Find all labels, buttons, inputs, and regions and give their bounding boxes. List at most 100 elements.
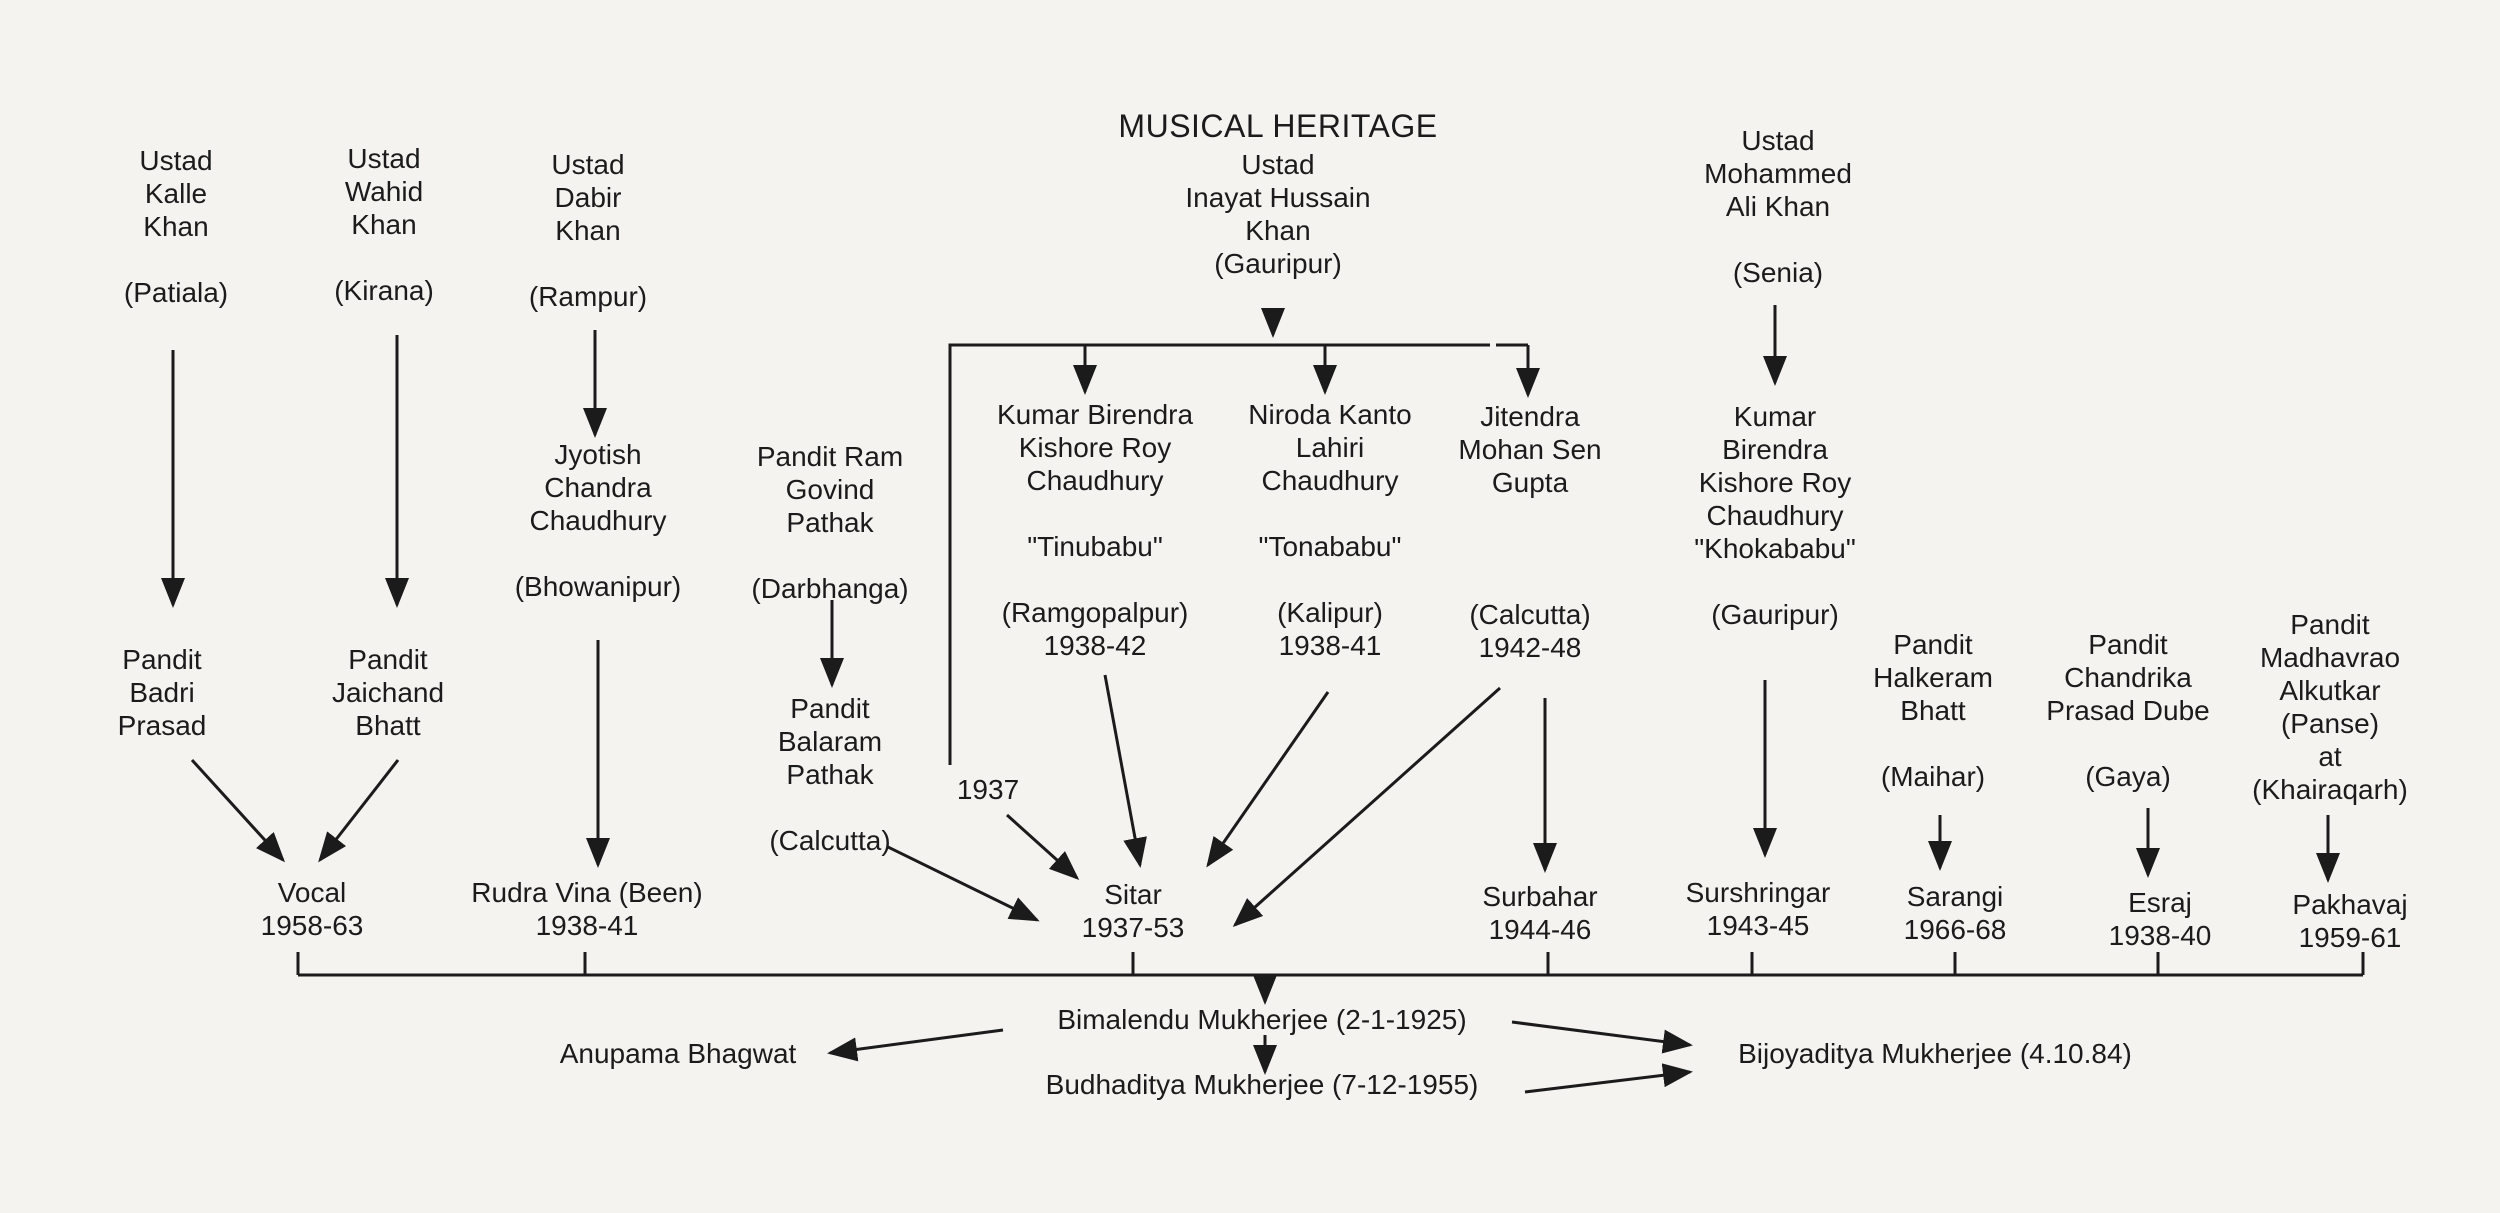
text-line: Mohammed (1704, 158, 1852, 189)
text-line: Kumar Birendra (996, 399, 1194, 430)
text-line: Pandit (2088, 629, 2168, 660)
text-line: Prasad Dube (2046, 695, 2210, 726)
text-line (124, 243, 228, 276)
node-bimalendu-mukherjee: Bimalendu Mukherjee (2-1-1925) (1057, 1004, 1467, 1035)
text-line: Chaudhury (1706, 500, 1844, 531)
year-label-1937: 1937 (956, 774, 1020, 805)
text-line: Halkeram (1873, 662, 1993, 693)
text-line (1458, 532, 1601, 565)
text-line: Pandit (790, 693, 870, 724)
text-line: Pandit (348, 644, 428, 675)
text-line: "Khokababu" (1694, 533, 1856, 564)
text-line: Lahiri (1295, 432, 1365, 463)
edge-niroda-sitar (1206, 691, 1330, 868)
text-line: 1938-41 (535, 910, 639, 941)
text-line: Niroda Kanto (1248, 399, 1412, 430)
text-line: Surbahar (1482, 881, 1598, 912)
text-line: Pandit Ram (756, 441, 904, 472)
text-line: (Kalipur) (1277, 597, 1383, 628)
text-line: (Gauripur) (1711, 599, 1839, 630)
text-line: 1942-48 (1478, 632, 1582, 663)
text-line: Govind (785, 474, 875, 505)
text-line: Chaudhury (1026, 465, 1164, 496)
text-line: 1958-63 (260, 910, 364, 941)
text-line: (Patiala) (123, 277, 229, 308)
edge-bimalendu-bijoyaditya (1511, 1020, 1693, 1054)
text-line: Kumar (1733, 401, 1817, 432)
text-line: Khan (555, 215, 621, 246)
text-line: "Tinubabu" (1027, 531, 1163, 562)
node-budhaditya-mukherjee: Budhaditya Mukherjee (7-12-1955) (1045, 1069, 1479, 1100)
node-bijoyaditya-mukherjee: Bijoyaditya Mukherjee (4.10.84) (1738, 1038, 2132, 1069)
edge-badri-vocal (190, 758, 286, 863)
text-line: at (2318, 741, 2342, 772)
text-line: Chaudhury (1261, 465, 1399, 496)
edge-jitendra-sitar (1232, 686, 1501, 927)
text-line: Gupta (1491, 467, 1569, 498)
text-line: Jyotish (554, 439, 642, 470)
text-line: 1943-45 (1706, 910, 1810, 941)
node-anupama-bhagwat: Anupama Bhagwat (559, 1038, 797, 1069)
text-line: Ustad (139, 145, 213, 176)
text-line: (Calcutta) (769, 825, 891, 856)
text-line: "Tonababu" (1258, 531, 1402, 562)
edge-jaichand-vocal (318, 759, 400, 863)
text-line: Rudra Vina (Been) (471, 877, 703, 908)
text-line (1248, 497, 1411, 530)
text-line: Chaudhury (529, 505, 667, 536)
text-line: (Calcutta) (1469, 599, 1591, 630)
text-line: 1937-53 (1081, 912, 1185, 943)
text-line (529, 247, 647, 280)
text-line: Madhavrao (2259, 642, 2401, 673)
text-line (2046, 727, 2209, 760)
text-line (1873, 727, 1993, 760)
text-line: Ustad (347, 143, 421, 174)
text-line: Chandrika (2064, 662, 2192, 693)
text-line: Pandit (1893, 629, 1973, 660)
instrument-rudra-vina: Rudra Vina (Been)1938-41 (471, 876, 702, 942)
edge-bimalendu-anupama (827, 1028, 1004, 1062)
text-line: Bhatt (1900, 695, 1966, 726)
text-line (515, 537, 682, 570)
text-line: (Darbhanga) (751, 573, 909, 604)
text-line: Ustad (1241, 149, 1315, 180)
text-line: Sarangi (1906, 881, 2004, 912)
text-line: (Gaya) (2085, 761, 2171, 792)
text-line: Ustad (1741, 125, 1815, 156)
edge-budhaditya-bijoyaditya (1524, 1063, 1693, 1094)
text-line: 1944-46 (1488, 914, 1592, 945)
text-line (997, 497, 1193, 530)
text-line: Surshringar (1685, 877, 1831, 908)
text-line (751, 539, 908, 572)
text-line: (Ramgopalpur) (1001, 597, 1189, 628)
text-line: (Khairaqarh) (2252, 774, 2408, 805)
text-line: Ali Khan (1725, 191, 1831, 222)
text-line (1694, 565, 1856, 598)
text-line: (Rampur) (528, 281, 648, 312)
text-line: Badri (129, 677, 195, 708)
text-line: Chandra (544, 472, 652, 503)
text-line: Kishore Roy (1698, 467, 1852, 498)
text-line: (Gauripur) (1214, 248, 1342, 279)
text-line (1248, 563, 1411, 596)
text-line: Esraj (2128, 887, 2192, 918)
text-line: Ustad (551, 149, 625, 180)
text-line: Sitar (1104, 879, 1162, 910)
